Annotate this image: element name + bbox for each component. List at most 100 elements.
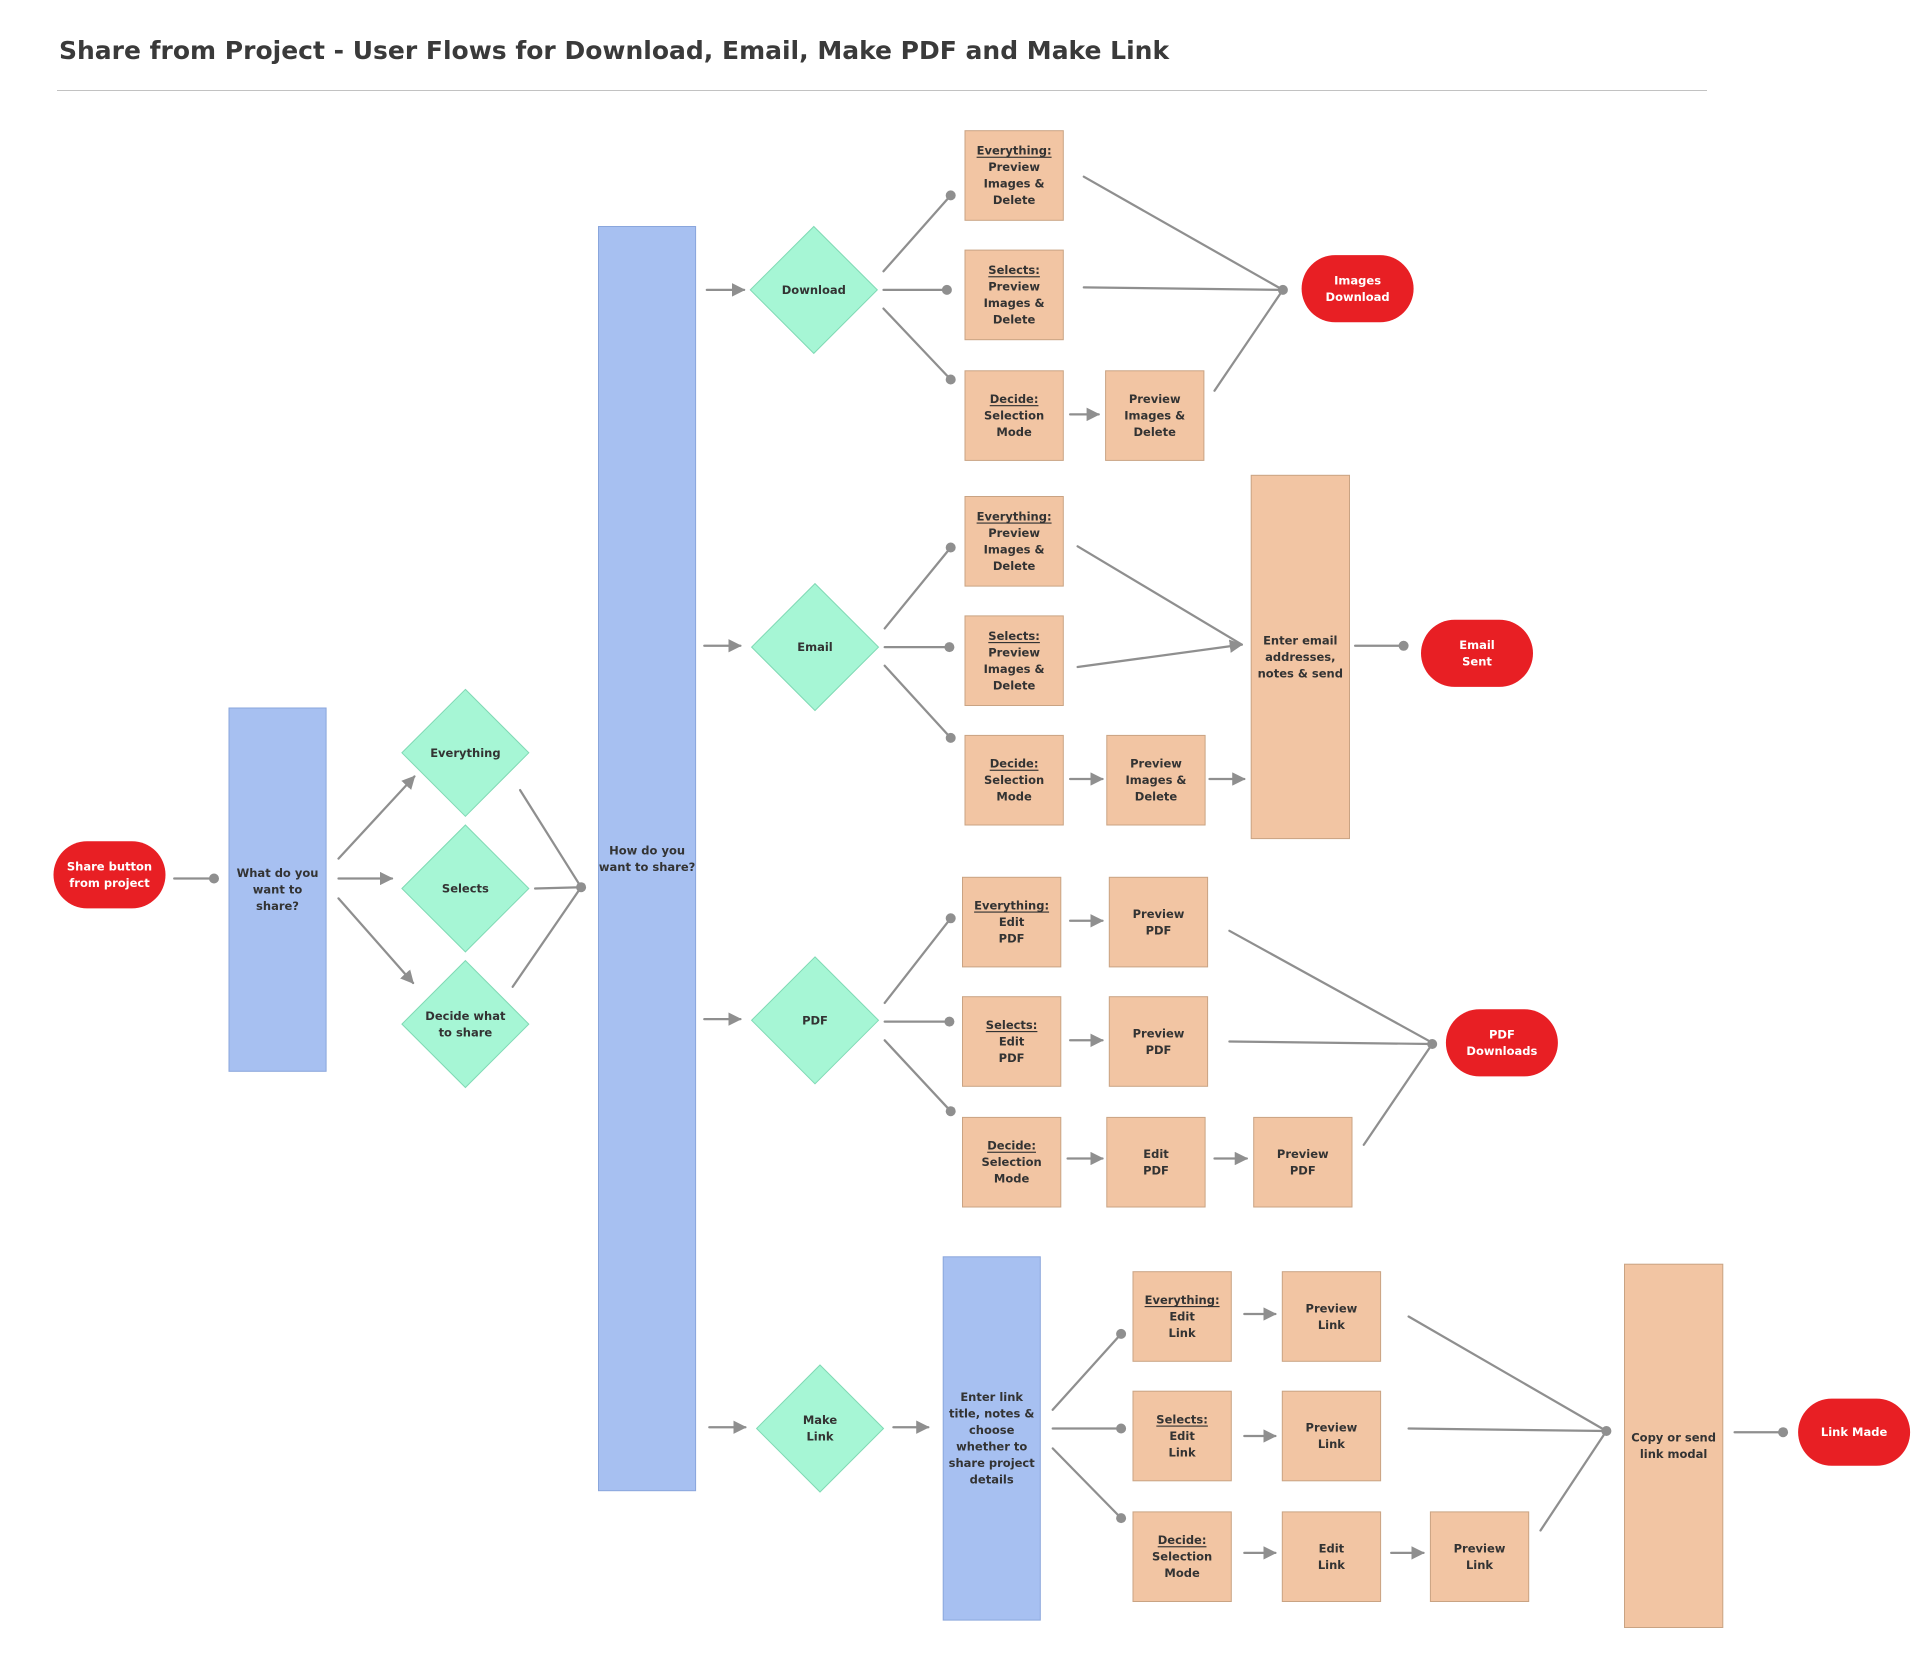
process-box-shape: [942, 1256, 1041, 1621]
terminal-shape: [1445, 1009, 1558, 1077]
node-label: Preview: [1129, 392, 1181, 406]
node-label: Selection: [984, 409, 1044, 423]
node-label: Images: [1334, 273, 1381, 287]
terminal-shape: [1798, 1398, 1911, 1466]
node-label: share?: [256, 899, 299, 913]
node-label: PDF: [1146, 1043, 1172, 1057]
node-label: Sent: [1462, 655, 1492, 669]
node-label: Selects:: [988, 263, 1040, 277]
connector-line: [882, 194, 952, 273]
node-label: share project: [949, 1456, 1036, 1470]
connector-line: [1076, 545, 1243, 646]
step-box-shape: [1106, 734, 1206, 826]
node-label: Edit: [1169, 1310, 1195, 1324]
node-label: Preview: [1130, 757, 1182, 771]
node-label: Enter link: [960, 1390, 1023, 1404]
node-label: Images &: [984, 543, 1045, 557]
connector-line: [518, 788, 583, 889]
step-box-shape: [1281, 1271, 1382, 1362]
connector-line: [882, 307, 952, 381]
connector-endpoint: [945, 542, 956, 553]
node-label: Selects:: [1156, 1413, 1208, 1427]
node-label: PDF: [802, 1013, 828, 1027]
node-label: Mode: [996, 425, 1032, 439]
step-box-shape: [1132, 1271, 1232, 1362]
node-label: Preview: [1454, 1541, 1506, 1555]
connector-endpoint: [944, 642, 955, 653]
connector-line: [1082, 286, 1285, 292]
node-label: Delete: [993, 193, 1036, 207]
terminal-shape: [1421, 619, 1533, 687]
node-label: Download: [1326, 290, 1390, 304]
connector-line: [883, 1039, 952, 1113]
connector-endpoint: [1778, 1427, 1789, 1438]
node-label: What do you: [237, 866, 319, 880]
step-box-shape: [964, 615, 1064, 707]
page-title: Share from Project - User Flows for Down…: [59, 36, 1170, 65]
node-label: Images &: [1124, 409, 1185, 423]
node-label: Link: [1169, 1446, 1196, 1460]
node-label: PDF: [1290, 1164, 1316, 1178]
node-label: PDF: [1146, 923, 1172, 937]
process-box-shape: [228, 707, 327, 1072]
node-label: Selection: [982, 1155, 1042, 1169]
connector-endpoint: [945, 374, 956, 385]
node-label: Everything:: [977, 144, 1052, 158]
node-label: Decide:: [990, 392, 1039, 406]
step-box-shape: [1108, 996, 1209, 1087]
step-box-shape: [1281, 1511, 1382, 1603]
process-box-shape: [598, 226, 697, 1492]
node-label: choose: [969, 1423, 1015, 1437]
node-label: Decide what: [425, 1009, 506, 1023]
node-label: Email: [1459, 638, 1494, 652]
step-box-shape: [964, 370, 1064, 461]
node-label: Edit: [999, 1035, 1025, 1049]
node-label: PDF: [999, 932, 1025, 946]
node-label: Link: [806, 1430, 833, 1444]
connector-arrow: [337, 897, 415, 985]
step-box-shape: [962, 1116, 1062, 1208]
everything-decision: Everything: [401, 688, 530, 818]
decision-shape: [749, 225, 879, 355]
connector-endpoint: [945, 913, 956, 924]
connector-line: [1228, 1040, 1434, 1046]
node-label: Preview: [988, 526, 1040, 540]
connectors: [173, 175, 1789, 1560]
terminal-shape: [1301, 255, 1414, 323]
node-label: from project: [69, 876, 150, 890]
node-label: want to share?: [599, 860, 695, 874]
node-label: Delete: [993, 559, 1036, 573]
node-label: want to: [253, 883, 303, 897]
node-label: Everything: [430, 746, 500, 760]
decision-shape: [401, 824, 530, 953]
node-label: Preview: [988, 160, 1040, 174]
node-label: Downloads: [1466, 1044, 1537, 1058]
node-label: Link: [1466, 1558, 1493, 1572]
node-label: Everything:: [974, 899, 1049, 913]
step-box-shape: [962, 996, 1062, 1087]
node-label: Copy or send: [1631, 1431, 1716, 1445]
connector-line: [1213, 288, 1285, 392]
node-label: Images &: [1126, 773, 1187, 787]
node-label: Make: [803, 1413, 838, 1427]
connector-endpoint: [209, 873, 219, 884]
node-label: Selects:: [988, 629, 1040, 643]
connector-arrow: [337, 775, 416, 860]
